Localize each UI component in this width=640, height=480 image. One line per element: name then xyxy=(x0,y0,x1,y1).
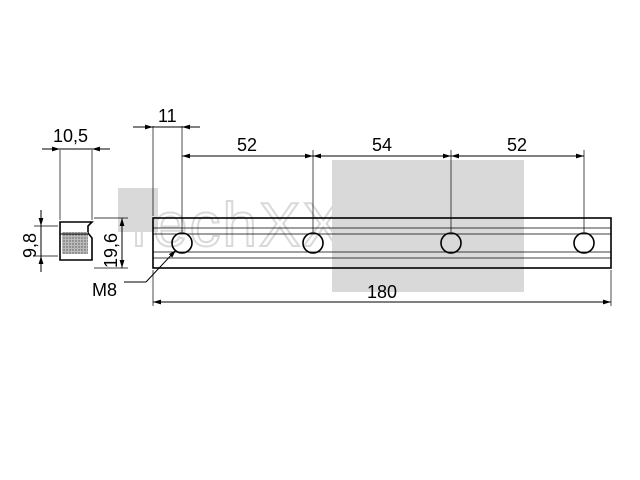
watermark-block-left xyxy=(118,188,158,232)
strip-outline xyxy=(152,217,612,269)
profile-cross-section xyxy=(59,221,94,261)
hole-2 xyxy=(302,232,324,254)
dim-first-hole-offset: 11 xyxy=(133,106,200,130)
watermark: TechXXL xyxy=(118,160,524,292)
hole-1 xyxy=(171,232,193,254)
dim-profile-height-outer-label: 19,6 xyxy=(101,233,121,268)
profile-outline xyxy=(59,221,94,261)
extension-lines xyxy=(152,126,612,306)
dim-profile-height-inner-label: 9,8 xyxy=(20,233,40,258)
thread-label: M8 xyxy=(92,280,117,300)
thread-callout: M8 xyxy=(92,249,177,300)
dim-profile-width: 10,5 xyxy=(42,126,110,220)
dim-spacing-1-label: 52 xyxy=(237,135,257,155)
dim-hole-spacing: 52 54 52 xyxy=(182,135,584,159)
dim-profile-height-inner: 9,8 xyxy=(20,210,58,272)
dim-total-length: 180 xyxy=(153,282,611,305)
dim-spacing-2-label: 54 xyxy=(372,135,392,155)
dim-spacing-3-label: 52 xyxy=(507,135,527,155)
dim-profile-width-label: 10,5 xyxy=(53,126,88,146)
hole-3 xyxy=(440,232,462,254)
profile-hatch xyxy=(62,232,88,254)
watermark-block-right xyxy=(332,160,524,292)
dim-profile-height-outer: 19,6 xyxy=(94,217,128,269)
dim-first-hole-offset-label: 11 xyxy=(158,106,177,126)
strip-side-view xyxy=(152,217,612,269)
dim-total-length-label: 180 xyxy=(367,282,397,302)
hole-4 xyxy=(573,232,595,254)
watermark-text: TechXXL xyxy=(120,191,382,260)
